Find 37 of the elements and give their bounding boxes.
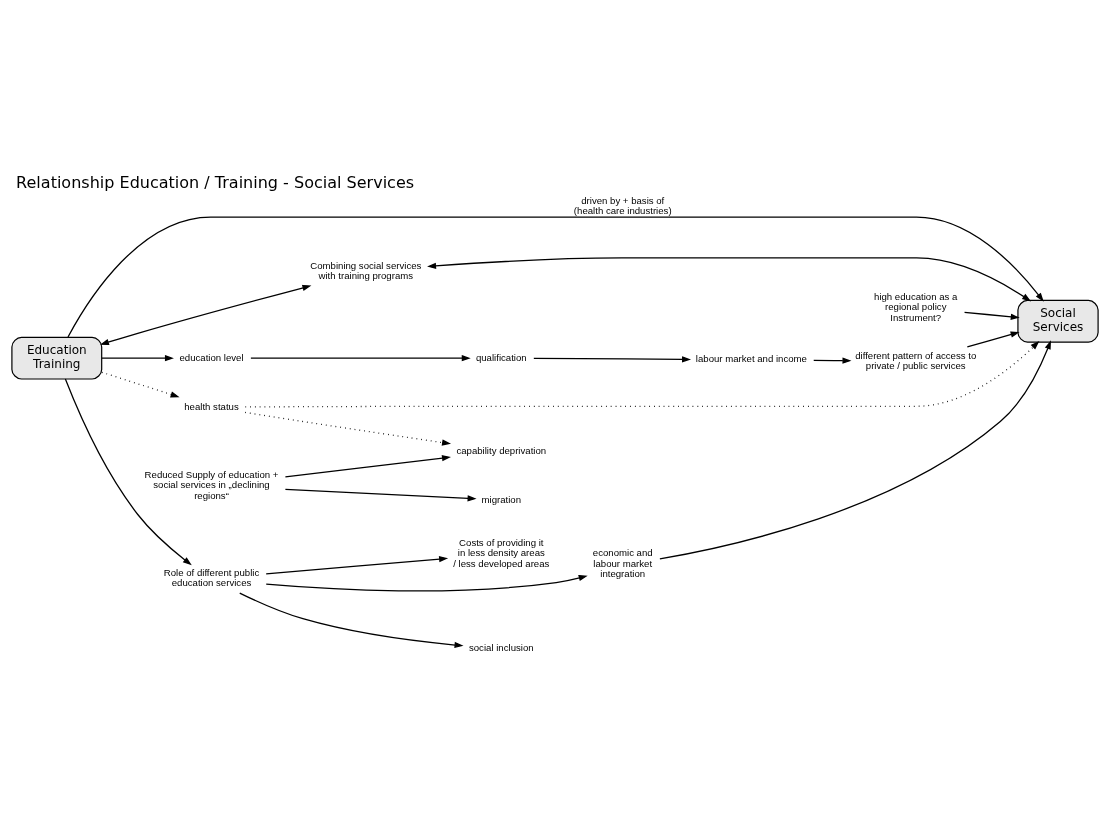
node-text: Combining social services with training programs — [310, 259, 422, 281]
arrow — [533, 355, 691, 362]
node-text: Costs of providing it in less density areas / less developed areas — [453, 536, 550, 569]
arrow — [250, 354, 471, 361]
arrow — [101, 371, 180, 397]
node-text: health status — [184, 400, 239, 412]
node-box: Education Training — [11, 336, 103, 380]
node-box: Social Services — [1017, 299, 1099, 343]
arrow — [64, 377, 192, 565]
node-text: high education as a regional policy Instrument? — [874, 290, 958, 323]
diagram-title: Relationship Education / Training - Social Services — [16, 172, 415, 192]
arrow — [67, 215, 1044, 338]
node-text: labour market and income — [695, 352, 807, 364]
arrow — [284, 488, 477, 502]
node-text: different pattern of access to private / public services — [855, 349, 977, 371]
arrow — [813, 357, 852, 364]
node-text: capability deprivation — [456, 444, 547, 456]
arrow — [265, 555, 449, 575]
node-text: Reduced Supply of education + social services in „declining regions“ — [144, 468, 279, 501]
arrow — [659, 339, 1051, 559]
arrow — [101, 354, 174, 361]
node-text: education level — [179, 351, 244, 363]
arrow — [239, 591, 464, 648]
arrow — [265, 574, 588, 592]
node-text: social inclusion — [468, 641, 534, 653]
node-text: qualification — [475, 351, 527, 363]
arrow — [244, 411, 451, 446]
arrow — [244, 340, 1040, 408]
arrow — [99, 284, 312, 345]
node-text: Role of different public education services — [163, 566, 260, 588]
node-text: economic and labour market integration — [592, 546, 653, 579]
arrow — [284, 454, 451, 478]
arrow — [966, 330, 1020, 348]
arrow — [427, 256, 1032, 301]
edge-label: driven by + basis of (health care industries) — [573, 194, 672, 216]
arrow — [963, 311, 1020, 320]
node-text: migration — [481, 493, 522, 505]
